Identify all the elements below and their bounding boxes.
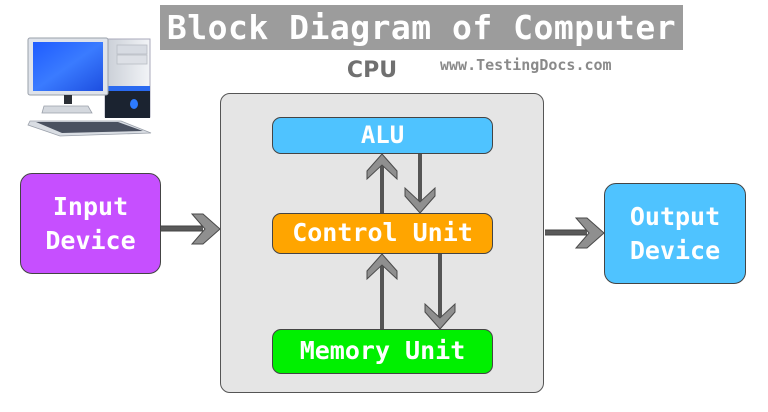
arrow-cu-to-alu	[366, 153, 398, 213]
arrow-cu-to-mem	[424, 250, 456, 330]
arrow-mem-to-cu	[366, 253, 398, 329]
control-unit-block: Control Unit	[272, 213, 493, 254]
diagram-title: Block Diagram of Computer	[160, 5, 683, 50]
watermark: www.TestingDocs.com	[440, 56, 612, 74]
alu-block: ALU	[272, 117, 493, 154]
memory-unit-block: Memory Unit	[272, 329, 493, 374]
tower-icon	[104, 38, 151, 118]
arrow-cpu-to-output	[545, 217, 605, 249]
monitor-icon	[27, 37, 109, 114]
keyboard-icon	[27, 120, 152, 137]
arrow-alu-to-cu	[404, 154, 436, 214]
input-device-label-line2: Device	[45, 225, 136, 255]
output-device-label-line2: Device	[629, 235, 721, 265]
output-device-block: Output Device	[604, 183, 746, 284]
cpu-label: CPU	[346, 58, 398, 83]
output-device-label-line1: Output	[629, 201, 721, 231]
input-device-block: Input Device	[20, 173, 161, 274]
input-device-label-line1: Input	[52, 191, 129, 221]
arrow-input-to-cpu	[161, 213, 221, 245]
